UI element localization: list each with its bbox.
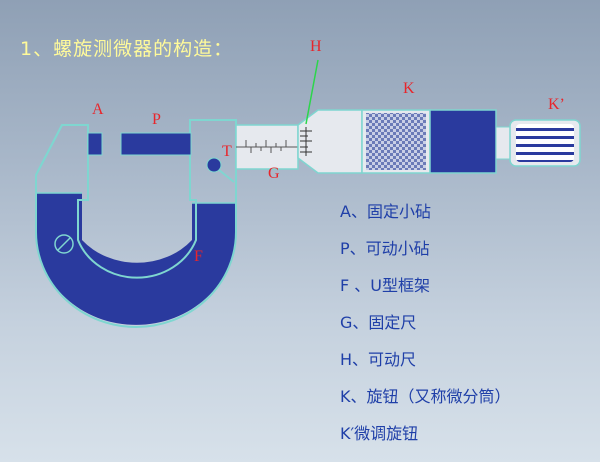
parts-legend: A、固定小砧 P、可动小砧 F 、U型框架 G、固定尺 H、可动尺 K、旋钮（又…	[340, 198, 511, 457]
label-a: A	[92, 101, 104, 118]
legend-item-k-prime: K′微调旋钮	[340, 424, 419, 443]
spindle	[120, 132, 192, 156]
fixed-anvil	[87, 132, 103, 156]
label-h: H	[310, 38, 322, 55]
legend-item-f: F 、U型框架	[340, 276, 431, 295]
h-pointer-line	[305, 59, 319, 125]
label-f: F	[194, 248, 203, 265]
diagram-title: 1、螺旋测微器的构造：	[20, 38, 234, 60]
label-t: T	[222, 143, 232, 160]
legend-item-a: A、固定小砧	[340, 202, 431, 221]
legend-item-p: P、可动小砧	[340, 239, 430, 258]
thimble	[297, 109, 497, 174]
u-frame	[35, 119, 237, 328]
legend-item-g: G、固定尺	[340, 313, 417, 332]
label-p: P	[152, 111, 161, 128]
label-k: K	[403, 80, 415, 97]
legend-item-h: H、可动尺	[340, 350, 417, 369]
label-k-prime: K’	[548, 96, 565, 113]
ratchet-knob	[495, 119, 581, 167]
label-g: G	[268, 165, 280, 182]
sleeve-fixed-scale	[235, 124, 299, 170]
legend-item-k: K、旋钮（又称微分筒）	[340, 387, 511, 406]
lock-knob	[206, 157, 235, 183]
